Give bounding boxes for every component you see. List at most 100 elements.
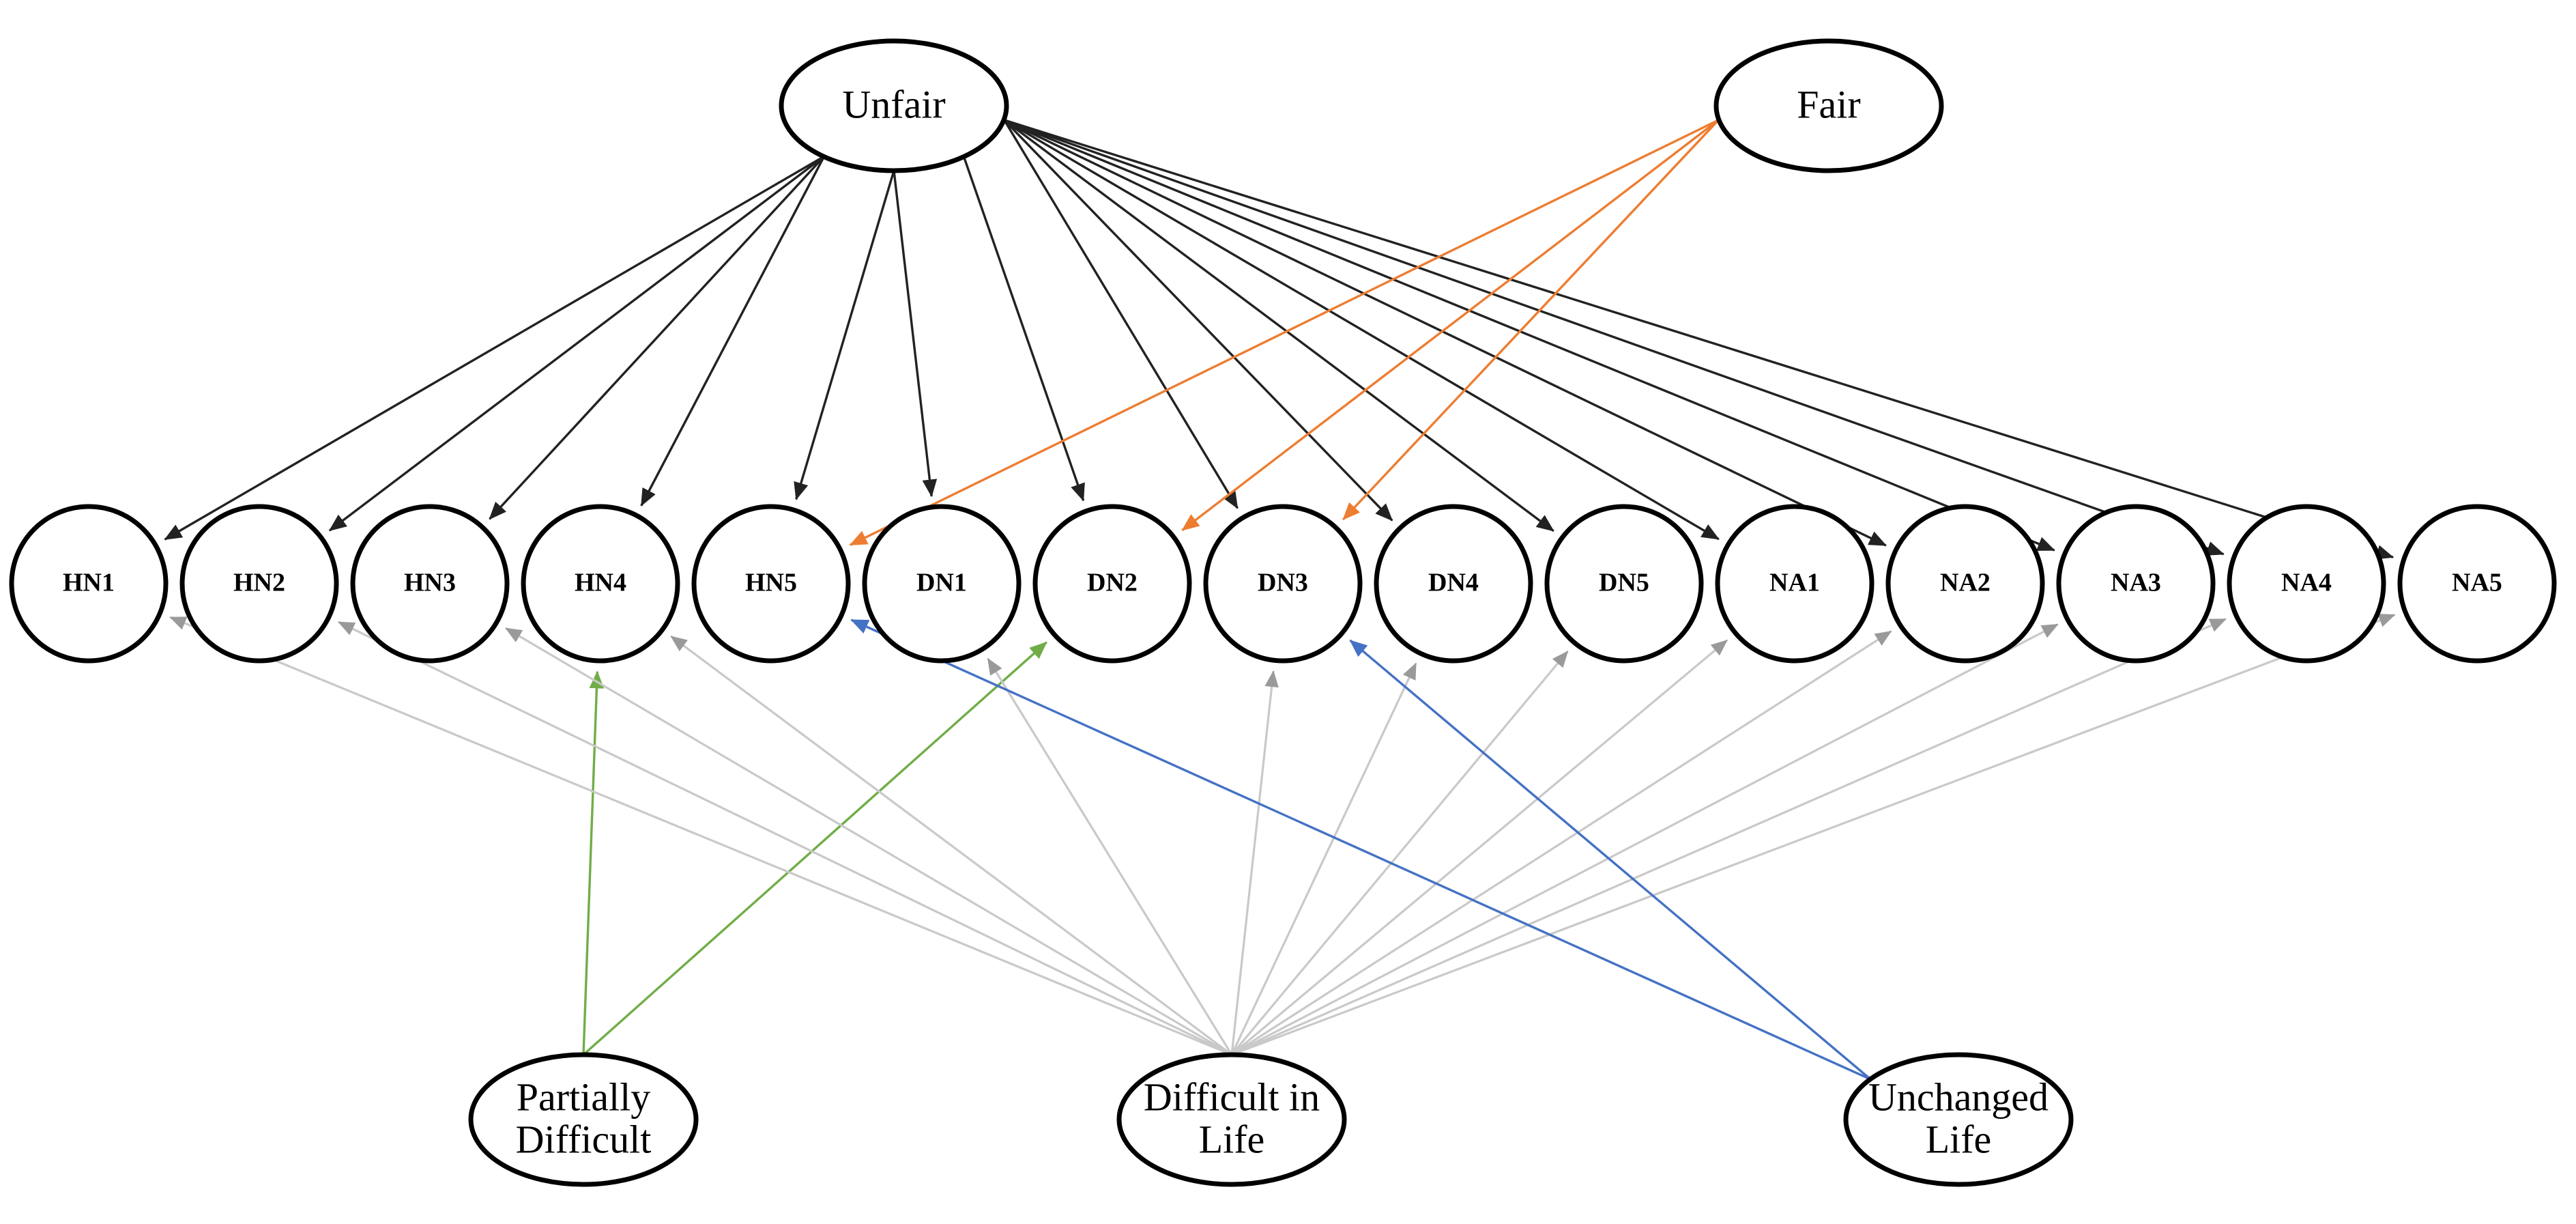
indicator-label-NA3: NA3 xyxy=(2111,569,2161,597)
node-layer: HN1 HN2 HN3 HN4 HN5 DN1 DN2 DN3 DN4 DN5 NA1 NA2 NA3 N… xyxy=(9,38,2557,1187)
indicator-node-HN2[interactable]: HN2 xyxy=(179,504,339,664)
indicator-node-HN3[interactable]: HN3 xyxy=(350,504,510,664)
edge-unfair-to-NA3 xyxy=(1004,119,2055,552)
indicator-node-DN2[interactable]: DN2 xyxy=(1032,504,1192,664)
latent-label-difflife-line1: Difficult in xyxy=(1144,1074,1320,1119)
edge-layer xyxy=(164,119,2396,1081)
edge-difflife-to-NA5 xyxy=(1231,614,2396,1056)
indicator-node-NA5[interactable]: NA5 xyxy=(2397,504,2557,664)
latent-label-unchlife-line2: Life xyxy=(1926,1117,1992,1161)
latent-ellipse-difflife xyxy=(1116,1052,1347,1187)
latent-ellipse-fair xyxy=(1713,38,1944,173)
indicator-circle-HN4 xyxy=(521,504,680,664)
indicator-label-HN1: HN1 xyxy=(63,569,115,597)
indicator-circle-NA2 xyxy=(1885,504,2045,664)
latent-node-unfair[interactable]: Unfair xyxy=(779,38,1009,173)
indicator-circle-DN4 xyxy=(1374,504,1533,664)
edge-fair-to-DN2 xyxy=(1181,119,1720,532)
indicator-label-NA5: NA5 xyxy=(2452,569,2502,597)
latent-ellipse-partdiff xyxy=(468,1052,699,1187)
indicator-label-HN4: HN4 xyxy=(575,569,626,597)
edge-fair-to-HN5 xyxy=(849,119,1720,546)
indicator-node-DN4[interactable]: DN4 xyxy=(1374,504,1533,664)
edge-unchlife-to-HN5 xyxy=(850,618,1871,1081)
indicator-node-HN1[interactable]: HN1 xyxy=(9,504,169,664)
indicator-node-HN4[interactable]: HN4 xyxy=(521,504,680,664)
edge-difflife-to-NA2 xyxy=(1231,630,1892,1056)
indicator-circle-HN3 xyxy=(350,504,510,664)
indicator-label-DN4: DN4 xyxy=(1428,569,1479,597)
indicator-label-HN5: HN5 xyxy=(745,569,797,597)
edge-unfair-to-HN1 xyxy=(164,155,825,541)
indicator-circle-HN5 xyxy=(691,504,851,664)
edge-fair-to-DN3 xyxy=(1342,119,1720,521)
indicator-node-DN3[interactable]: DN3 xyxy=(1203,504,1363,664)
edge-difflife-to-DN3 xyxy=(1230,670,1279,1055)
latent-label-partdiff-line1: Partially xyxy=(517,1074,651,1119)
indicator-node-DN1[interactable]: DN1 xyxy=(862,504,1022,664)
edge-unfair-to-NA5 xyxy=(1004,119,2394,560)
indicator-circle-HN1 xyxy=(9,504,169,664)
edge-partdiff-to-HN4 xyxy=(582,670,605,1055)
edge-difflife-to-HN3 xyxy=(505,627,1232,1056)
edge-unfair-to-HN2 xyxy=(328,155,825,532)
indicator-label-DN5: DN5 xyxy=(1599,569,1649,597)
latent-label-difflife-line2: Life xyxy=(1199,1117,1265,1161)
indicator-circle-NA4 xyxy=(2227,504,2386,664)
latent-ellipse-unchlife xyxy=(1843,1052,2074,1187)
indicator-node-HN5[interactable]: HN5 xyxy=(691,504,851,664)
indicator-circle-DN5 xyxy=(1544,504,1704,664)
edge-unchlife-to-DN3 xyxy=(1349,639,1872,1081)
indicator-label-DN3: DN3 xyxy=(1258,569,1308,597)
indicator-label-DN1: DN1 xyxy=(916,569,967,597)
edge-unfair-to-DN1 xyxy=(893,170,938,498)
edge-difflife-to-NA3 xyxy=(1231,623,2059,1056)
edge-unfair-to-NA1 xyxy=(1003,119,1720,541)
edge-difflife-to-DN5 xyxy=(1230,651,1569,1056)
indicator-circle-HN2 xyxy=(179,504,339,664)
indicator-circle-NA3 xyxy=(2056,504,2216,664)
indicator-node-DN5[interactable]: DN5 xyxy=(1544,504,1704,664)
latent-ellipse-unfair xyxy=(779,38,1009,173)
edge-unfair-to-HN4 xyxy=(640,156,826,507)
latent-label-fair-line1: Fair xyxy=(1797,82,1860,126)
indicator-node-NA1[interactable]: NA1 xyxy=(1715,504,1875,664)
indicator-circle-NA5 xyxy=(2397,504,2557,664)
indicator-circle-DN1 xyxy=(862,504,1022,664)
edge-unfair-to-DN2 xyxy=(962,156,1085,502)
indicator-node-NA3[interactable]: NA3 xyxy=(2056,504,2216,664)
edge-difflife-to-HN4 xyxy=(670,635,1232,1056)
latent-label-unfair-line1: Unfair xyxy=(842,82,945,126)
indicator-node-NA4[interactable]: NA4 xyxy=(2227,504,2386,664)
indicator-label-NA1: NA1 xyxy=(1769,569,1820,597)
edge-unfair-to-HN3 xyxy=(489,155,825,520)
edge-unfair-to-DN5 xyxy=(1003,119,1554,532)
indicator-label-DN2: DN2 xyxy=(1087,569,1138,597)
edge-difflife-to-NA4 xyxy=(1231,618,2227,1056)
edge-difflife-to-NA1 xyxy=(1230,639,1728,1056)
edge-unfair-to-NA4 xyxy=(1004,119,2225,556)
edge-unfair-to-HN5 xyxy=(794,170,895,500)
indicator-circle-DN2 xyxy=(1032,504,1192,664)
edge-partdiff-to-DN2 xyxy=(582,641,1047,1056)
indicator-circle-DN3 xyxy=(1203,504,1363,664)
edge-unfair-to-DN3 xyxy=(1003,119,1239,509)
indicator-label-NA4: NA4 xyxy=(2281,569,2332,597)
edge-unfair-to-NA2 xyxy=(1003,119,1887,547)
indicator-circle-NA1 xyxy=(1715,504,1875,664)
indicator-label-HN2: HN2 xyxy=(233,569,285,597)
edge-difflife-to-DN4 xyxy=(1230,662,1417,1055)
indicator-label-HN3: HN3 xyxy=(404,569,456,597)
indicator-node-NA2[interactable]: NA2 xyxy=(1885,504,2045,664)
latent-node-fair[interactable]: Fair xyxy=(1713,38,1944,173)
edge-difflife-to-HN1 xyxy=(169,616,1232,1056)
edge-unfair-to-DN4 xyxy=(1003,119,1393,522)
latent-label-partdiff-line2: Difficult xyxy=(516,1117,652,1161)
edge-difflife-to-HN2 xyxy=(337,621,1232,1056)
edge-difflife-to-DN1 xyxy=(987,657,1233,1055)
